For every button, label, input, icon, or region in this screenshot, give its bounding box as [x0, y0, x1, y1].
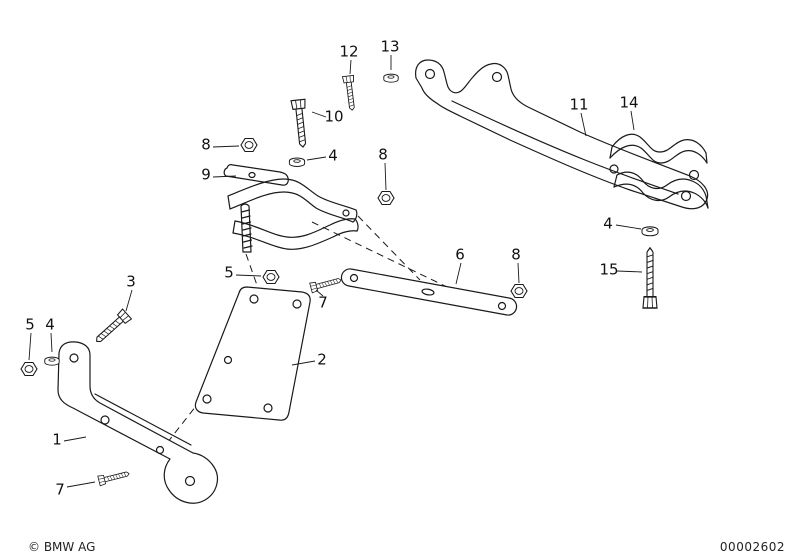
callout-label-10[interactable]: 10	[324, 107, 344, 126]
callout-label-4[interactable]: 4	[328, 146, 338, 165]
callout-label-11[interactable]: 11	[569, 95, 589, 114]
clamp-stud	[240, 203, 253, 253]
callout-label-14[interactable]: 14	[619, 93, 639, 112]
callout-label-2[interactable]: 2	[317, 350, 327, 369]
callout-label-1[interactable]: 1	[52, 430, 62, 449]
callout-label-8[interactable]: 8	[201, 135, 211, 154]
callout-label-7[interactable]: 7	[55, 480, 65, 499]
callout-label-4[interactable]: 4	[45, 315, 55, 334]
link-strap-part-6	[340, 268, 518, 316]
callout-label-12[interactable]: 12	[339, 42, 359, 61]
callout-label-5[interactable]: 5	[224, 263, 234, 282]
copyright-text: © BMW AG	[28, 540, 96, 554]
drawing-number: 00002602	[719, 540, 785, 554]
upper-bracket-part-11	[415, 59, 709, 210]
mounting-bracket-part-1	[57, 341, 218, 504]
callout-label-9[interactable]: 9	[201, 165, 211, 184]
callout-label-15[interactable]: 15	[599, 260, 619, 279]
alignment-dashed-lines	[159, 215, 471, 453]
callout-label-3[interactable]: 3	[126, 272, 136, 291]
support-plate-part-2	[194, 286, 311, 421]
center-clamp-assembly	[223, 164, 359, 253]
callout-label-4[interactable]: 4	[603, 214, 613, 233]
callout-label-5[interactable]: 5	[25, 315, 35, 334]
clamp-halves-part-14	[609, 133, 709, 209]
callout-label-8[interactable]: 8	[511, 245, 521, 264]
callout-label-7[interactable]: 7	[318, 293, 328, 312]
callout-label-8[interactable]: 8	[378, 145, 388, 164]
callout-label-13[interactable]: 13	[380, 37, 400, 56]
callout-leader-lines	[28, 55, 643, 488]
callout-label-6[interactable]: 6	[455, 245, 465, 264]
